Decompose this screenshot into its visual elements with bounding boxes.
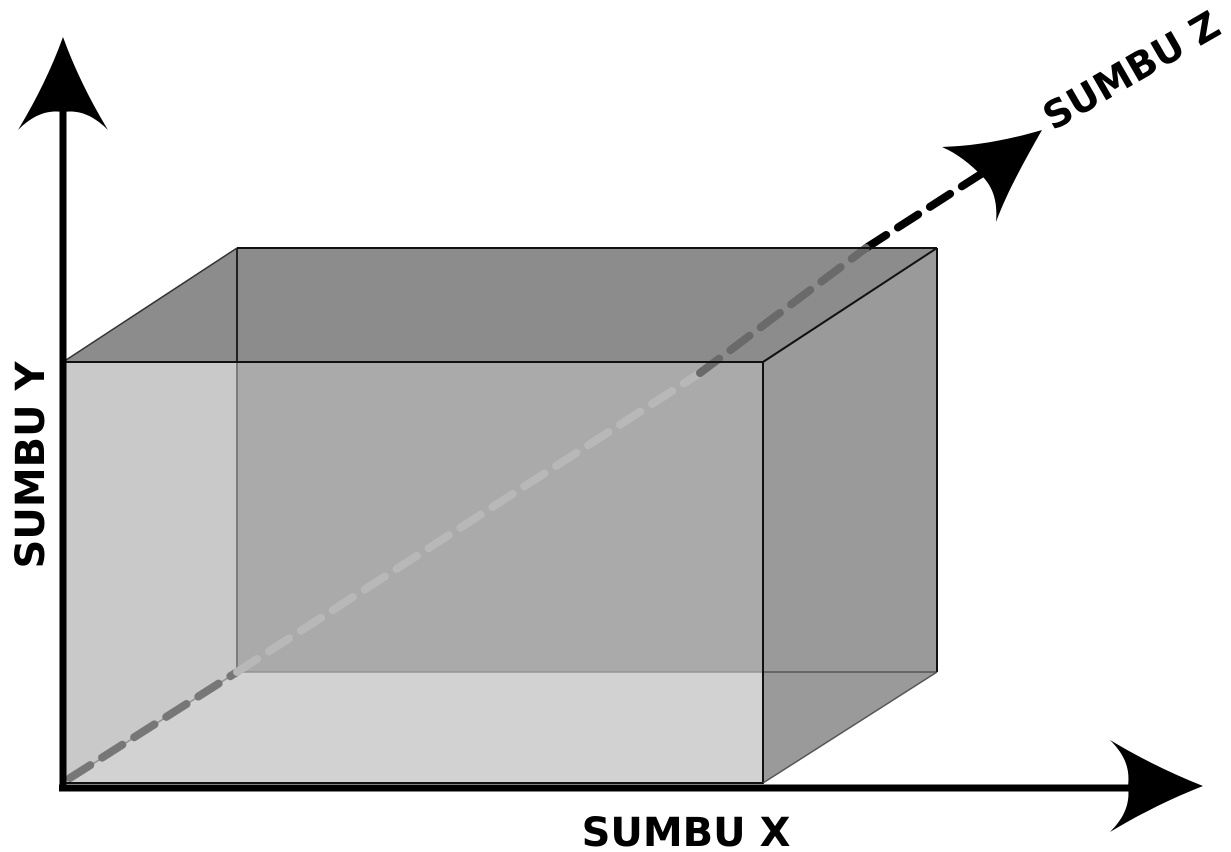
box-top-face — [63, 248, 937, 362]
box-right-face — [763, 248, 937, 783]
y-axis-label: SUMBU Y — [8, 360, 54, 568]
z-axis-line-inner-front — [66, 668, 241, 782]
box-edge-bottom-right — [762, 671, 938, 784]
x-axis-arrowhead — [1110, 740, 1203, 832]
x-axis-label: SUMBU X — [582, 810, 791, 852]
z-axis-label: SUMBU Z — [1035, 3, 1227, 139]
z-axis-line-outer — [862, 161, 999, 252]
box-edge-top-right — [762, 247, 938, 363]
z-axis-line-inner-top — [696, 244, 870, 377]
y-axis-arrowhead — [18, 37, 108, 130]
box-edge-top-left — [62, 247, 238, 363]
z-axis-arrowhead — [942, 130, 1042, 222]
box-front-face — [63, 362, 763, 783]
z-axis-line-inner-mid — [233, 369, 704, 676]
